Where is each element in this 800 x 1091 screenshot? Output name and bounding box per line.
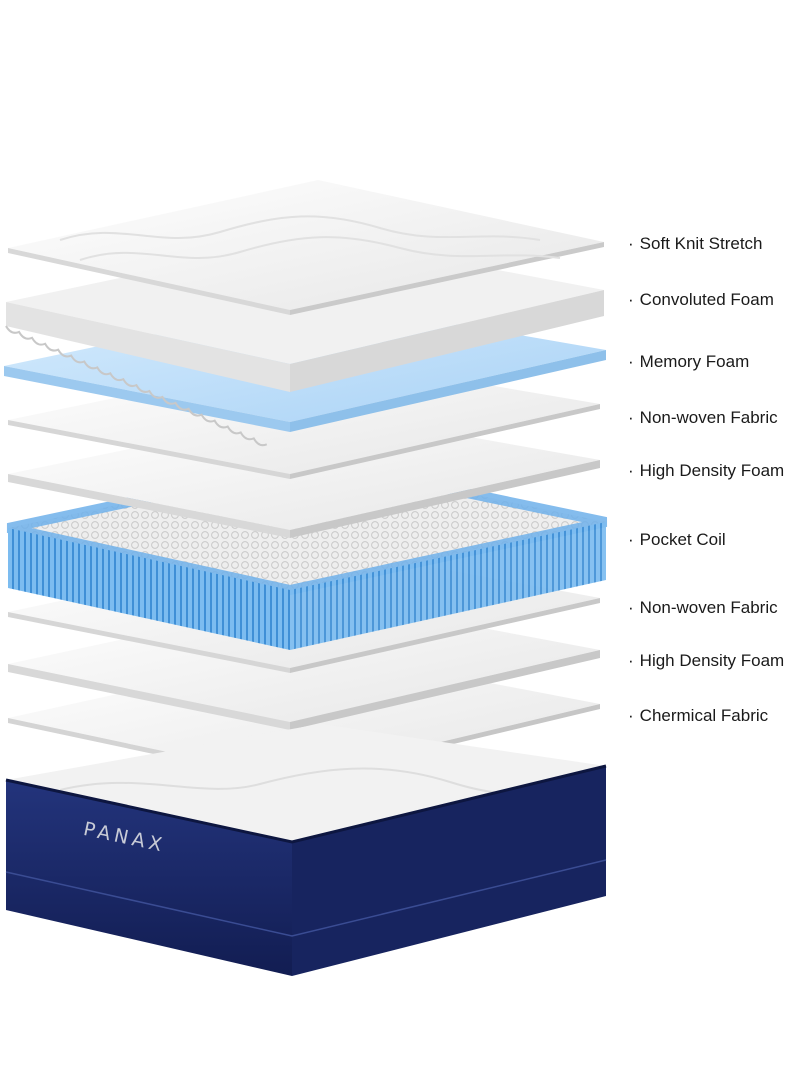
layer-label-text: Soft Knit Stretch xyxy=(639,234,763,253)
layer-label-pocket-coil: · Pocket Coil xyxy=(628,530,726,550)
bullet: · xyxy=(628,290,634,309)
layer-label-text: Non-woven Fabric xyxy=(639,598,778,617)
bullet: · xyxy=(628,598,634,617)
bullet: · xyxy=(628,651,634,670)
layer-soft-knit-stretch-sheet xyxy=(8,180,604,315)
layer-label-text: Pocket Coil xyxy=(639,530,726,549)
layer-label-text: High Density Foam xyxy=(639,651,785,670)
bullet: · xyxy=(628,706,634,725)
layer-label-text: Non-woven Fabric xyxy=(639,408,778,427)
layer-label-high-density-foam-1: · High Density Foam xyxy=(628,461,784,481)
layer-label-text: High Density Foam xyxy=(639,461,785,480)
bullet: · xyxy=(628,408,634,427)
layer-label-soft-knit-stretch: · Soft Knit Stretch xyxy=(628,234,763,254)
layer-label-text: Memory Foam xyxy=(639,352,750,371)
mattress-base xyxy=(5,724,607,976)
bullet: · xyxy=(628,530,634,549)
layer-label-memory-foam: · Memory Foam xyxy=(628,352,749,372)
layer-label-convoluted-foam: · Convoluted Foam xyxy=(628,290,774,310)
layer-label-text: Convoluted Foam xyxy=(639,290,774,309)
layer-label-chermical-fabric: · Chermical Fabric xyxy=(628,706,768,726)
layer-label-high-density-foam-2: · High Density Foam xyxy=(628,651,784,671)
layer-label-non-woven-fabric-2: · Non-woven Fabric xyxy=(628,598,778,618)
bullet: · xyxy=(628,352,634,371)
layer-label-non-woven-fabric-1: · Non-woven Fabric xyxy=(628,408,778,428)
layer-label-text: Chermical Fabric xyxy=(639,706,769,725)
bullet: · xyxy=(628,461,634,480)
bullet: · xyxy=(628,234,634,253)
